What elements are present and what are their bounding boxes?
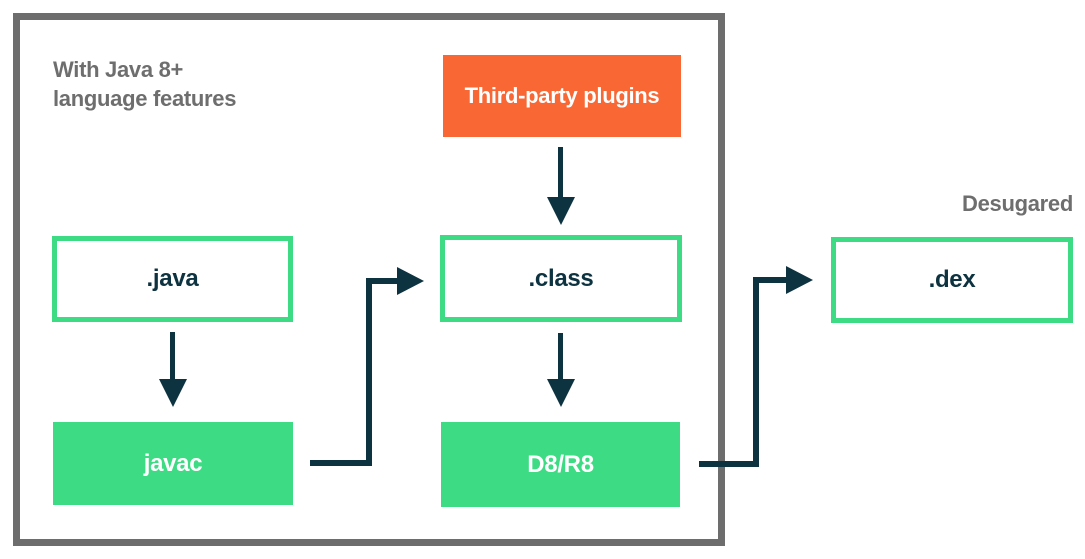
arrowhead-right-icon [397, 267, 424, 295]
node-javac-label: javac [143, 449, 203, 477]
connector-segment [366, 278, 399, 284]
node-class-file-label: .class [528, 264, 594, 292]
arrow-shaft [558, 333, 563, 379]
java8-annotation-line2: language features [53, 86, 237, 111]
arrow-shaft [558, 147, 563, 199]
connector-segment [753, 277, 759, 467]
pipeline-frame [13, 13, 725, 546]
arrowhead-down-icon [547, 379, 575, 407]
node-third-party-plugins-label: Third-party plugins [464, 83, 660, 108]
connector-segment [310, 460, 372, 466]
connector-segment [699, 461, 759, 467]
node-d8r8-label: D8/R8 [527, 450, 594, 478]
arrowhead-down-icon [547, 197, 575, 225]
node-dex-file-label: .dex [928, 266, 976, 293]
node-java-file: .java [52, 236, 293, 322]
java8-annotation: With Java 8+ language features [53, 55, 236, 113]
node-class-file: .class [440, 235, 682, 322]
node-dex-file: .dex [831, 237, 1073, 323]
desugared-annotation: Desugared [961, 191, 1073, 216]
java8-annotation-line1: With Java 8+ [53, 57, 184, 82]
arrowhead-down-icon [159, 379, 187, 407]
node-d8r8: D8/R8 [441, 422, 680, 507]
arrow-shaft [170, 332, 175, 379]
arrowhead-right-icon [786, 266, 813, 294]
connector-segment [753, 277, 786, 283]
node-javac: javac [53, 422, 293, 505]
node-java-file-label: .java [146, 265, 199, 292]
node-third-party-plugins: Third-party plugins [443, 55, 681, 137]
connector-segment [366, 278, 372, 466]
